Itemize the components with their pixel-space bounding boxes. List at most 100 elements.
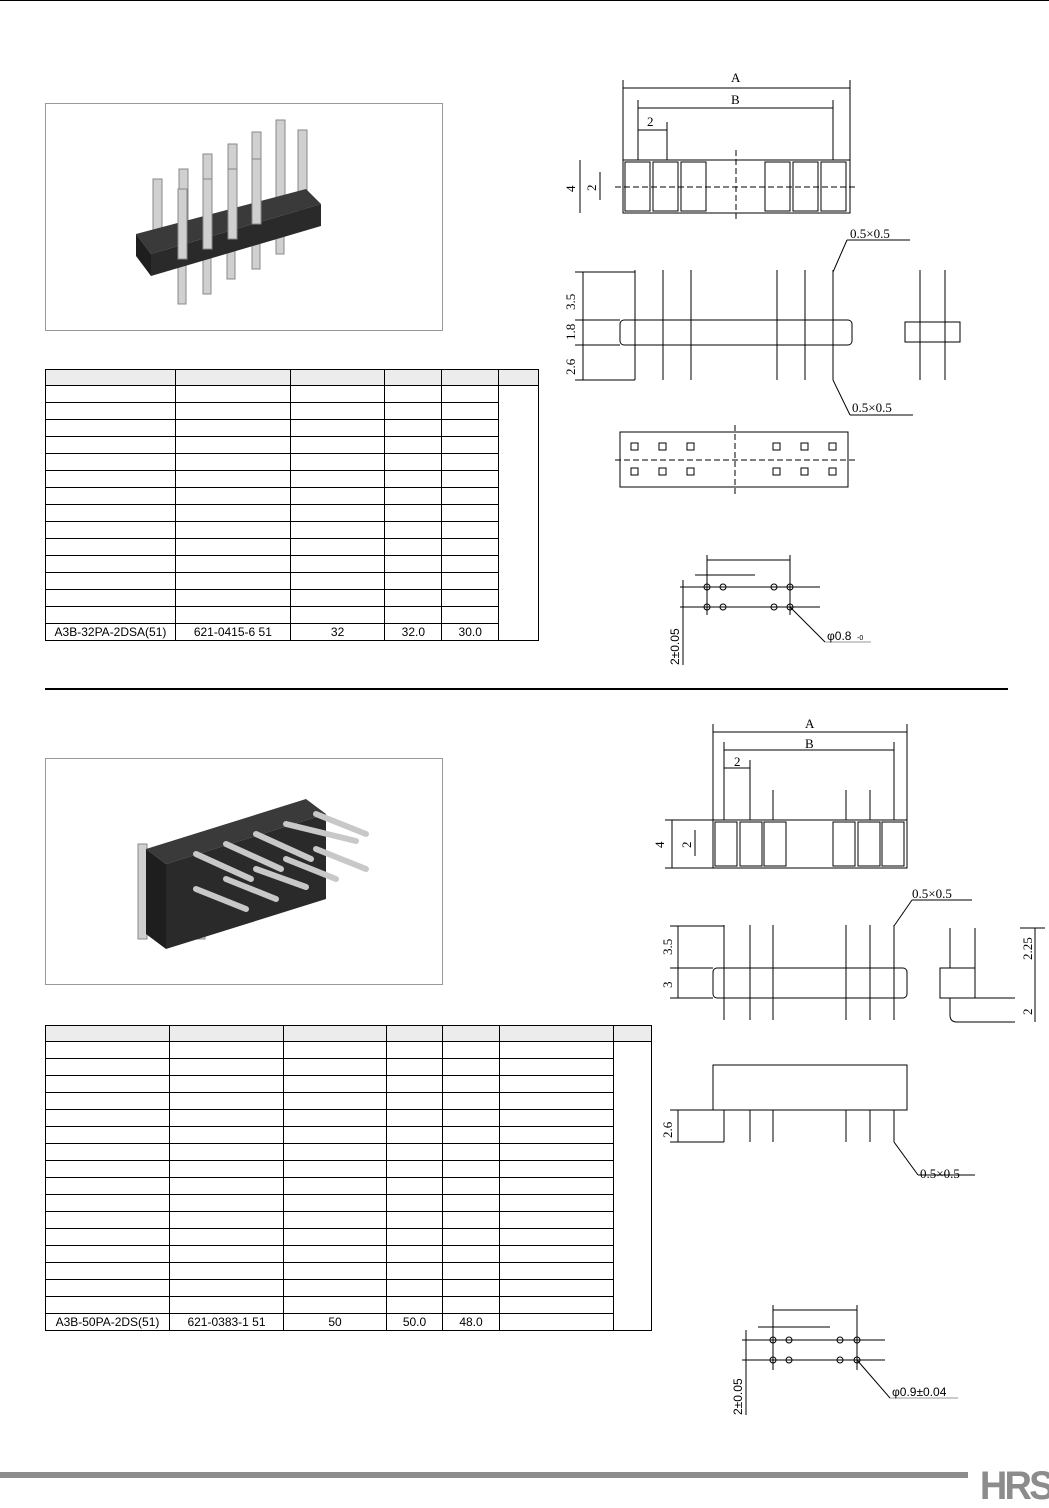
table-cell: [45, 402, 176, 420]
table-cell: A3B-50PA-2DS(51): [45, 1313, 170, 1331]
table-cell: [442, 1177, 500, 1195]
table-row: [45, 555, 539, 573]
table-cell: [386, 1075, 443, 1093]
table-cell: [442, 1041, 500, 1059]
table-cell: [441, 419, 500, 437]
table-row: [45, 436, 539, 454]
body-height-label: 1.8: [563, 324, 578, 340]
table-cell: 30.0: [441, 623, 500, 641]
pitch-label: 2: [734, 754, 741, 769]
table-cell: [289, 538, 386, 556]
section-divider: [45, 688, 1008, 690]
table-cell: [384, 606, 443, 624]
table-cell: [499, 1262, 614, 1280]
table-row: [45, 521, 539, 539]
table-cell: [174, 470, 291, 488]
table-cell: 621-0415-6 51: [174, 623, 291, 641]
table-cell: [283, 1058, 387, 1076]
table-cell: [283, 1279, 387, 1297]
table-cell: [283, 1211, 387, 1229]
table-row: [45, 538, 539, 556]
table-cell: [169, 1194, 284, 1212]
table-cell: [45, 1194, 170, 1212]
height-label: 4: [563, 185, 578, 192]
table-cell: [386, 1143, 443, 1161]
table-cell: [442, 1126, 500, 1144]
table-cell: [174, 419, 291, 437]
table-cell: [45, 470, 176, 488]
table-row: [45, 1279, 652, 1297]
table-cell: [45, 1109, 170, 1127]
table-cell: [384, 572, 443, 590]
side-bottom-label: 2: [1020, 1009, 1035, 1016]
table-row: [45, 1075, 652, 1093]
header-cell: [174, 369, 291, 386]
footer-bar: [0, 1472, 968, 1478]
height-label: 4: [652, 841, 667, 848]
pin-section-top-label: 0.5×0.5: [850, 226, 890, 241]
table-cell: [283, 1041, 387, 1059]
table-cell: [384, 402, 443, 420]
table-row: [45, 1109, 652, 1127]
table-cell: [442, 1143, 500, 1161]
table-cell: [386, 1177, 443, 1195]
table-cell: [283, 1143, 387, 1161]
table-cell: [289, 453, 386, 471]
table-cell: [169, 1177, 284, 1195]
table-cell: [441, 487, 500, 505]
table-cell: [289, 487, 386, 505]
table-cell: [499, 1126, 614, 1144]
table-row: [45, 589, 539, 607]
table-cell: [384, 385, 443, 403]
table-cell: [384, 419, 443, 437]
table-cell: [384, 555, 443, 573]
table-cell: [169, 1092, 284, 1110]
header-cell: [169, 1025, 284, 1042]
table-cell: [45, 487, 176, 505]
table-cell: [45, 1228, 170, 1246]
dimension-drawing-2: A B 2 4 2 0.5×0.5 3.5 3 2.25 2 2.6 0.5×0…: [652, 716, 1045, 1415]
table-cell: [283, 1109, 387, 1127]
hrs-logo: HRS: [980, 1465, 1049, 1507]
table-cell: [499, 1245, 614, 1263]
table-cell: [441, 555, 500, 573]
table-cell: [384, 487, 443, 505]
table-row: [45, 1058, 652, 1076]
table-cell: [499, 1177, 614, 1195]
table-row: [45, 1126, 652, 1144]
table-cell: [45, 1279, 170, 1297]
table-cell: [174, 402, 291, 420]
table-cell: [386, 1109, 443, 1127]
table-header-row: [45, 369, 539, 386]
table-cell: [169, 1245, 284, 1263]
header-cell: [613, 1025, 652, 1042]
table-cell: [169, 1041, 284, 1059]
table-cell: [499, 1143, 614, 1161]
table-cell: [45, 453, 176, 471]
table-cell: [174, 453, 291, 471]
table-row: [45, 1041, 652, 1331]
table-cell: [45, 1177, 170, 1195]
product-photo-straight-header: [45, 103, 443, 331]
table-cell: [384, 436, 443, 454]
table-cell: [45, 521, 176, 539]
table-cell: [442, 1296, 500, 1314]
header-cell: [499, 1025, 614, 1042]
table-cell: [289, 589, 386, 607]
table-row: [45, 487, 539, 505]
table-cell: [283, 1177, 387, 1195]
table-cell: [442, 1262, 500, 1280]
product-photo-right-angle-header: [45, 758, 443, 985]
table-cell: [174, 572, 291, 590]
table-cell: [441, 572, 500, 590]
table-cell: [442, 1160, 500, 1178]
table-cell: [499, 1296, 614, 1314]
table-cell: 50.0: [386, 1313, 443, 1331]
table-row: [45, 385, 539, 641]
table-cell: [283, 1262, 387, 1280]
table-cell: [283, 1296, 387, 1314]
table-cell: [442, 1279, 500, 1297]
row-pitch-label: 2: [584, 185, 599, 192]
table-cell: [499, 1041, 614, 1059]
